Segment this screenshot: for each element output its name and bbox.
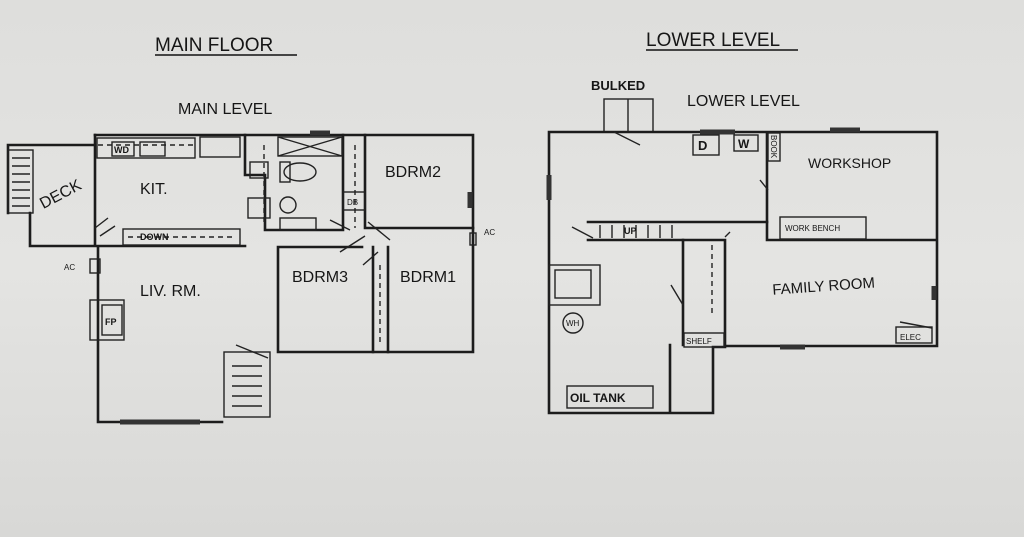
fireplace-label: FP	[105, 317, 117, 327]
closet-label: DB	[347, 198, 358, 207]
washer-label: W	[738, 137, 750, 151]
workshop-label: WORKSHOP	[808, 155, 891, 171]
ac-label-left: AC	[64, 263, 75, 272]
shelf-label: SHELF	[686, 337, 712, 346]
family-room-label: FAMILY ROOM	[772, 275, 876, 299]
main-floor-heading: MAIN FLOOR	[155, 35, 273, 56]
lower-level-label: LOWER LEVEL	[687, 93, 800, 110]
bdrm2-label: BDRM2	[385, 164, 441, 181]
stairs-up-label: UP	[624, 226, 637, 236]
oil-tank-label: OIL TANK	[570, 391, 626, 405]
washer-dryer-label: WD	[114, 145, 129, 155]
elec-label: ELEC	[900, 333, 921, 342]
stairs-down-label: DOWN	[140, 232, 169, 242]
main-floor-plan: MAIN LEVEL DECK KIT.	[6, 101, 495, 425]
work-bench-label: WORK BENCH	[785, 224, 840, 233]
lower-level-plan: BULKED LOWER LEVEL WORKSHOP FAMILY ROOM …	[546, 78, 939, 415]
living-room-label: LIV. RM.	[140, 283, 201, 300]
main-level-label: MAIN LEVEL	[178, 101, 272, 118]
water-heater-label: WH	[566, 319, 580, 328]
book-shelf-label: BOOK	[769, 135, 778, 159]
lower-level-heading: LOWER LEVEL	[646, 30, 780, 51]
ac-label-right: AC	[484, 228, 495, 237]
bdrm3-label: BDRM3	[292, 269, 348, 286]
deck-label: DECK	[37, 177, 85, 213]
kitchen-label: KIT.	[140, 181, 168, 198]
dryer-label: D	[698, 138, 707, 153]
bdrm1-label: BDRM1	[400, 269, 456, 286]
bulkhead-label: BULKED	[591, 78, 645, 93]
